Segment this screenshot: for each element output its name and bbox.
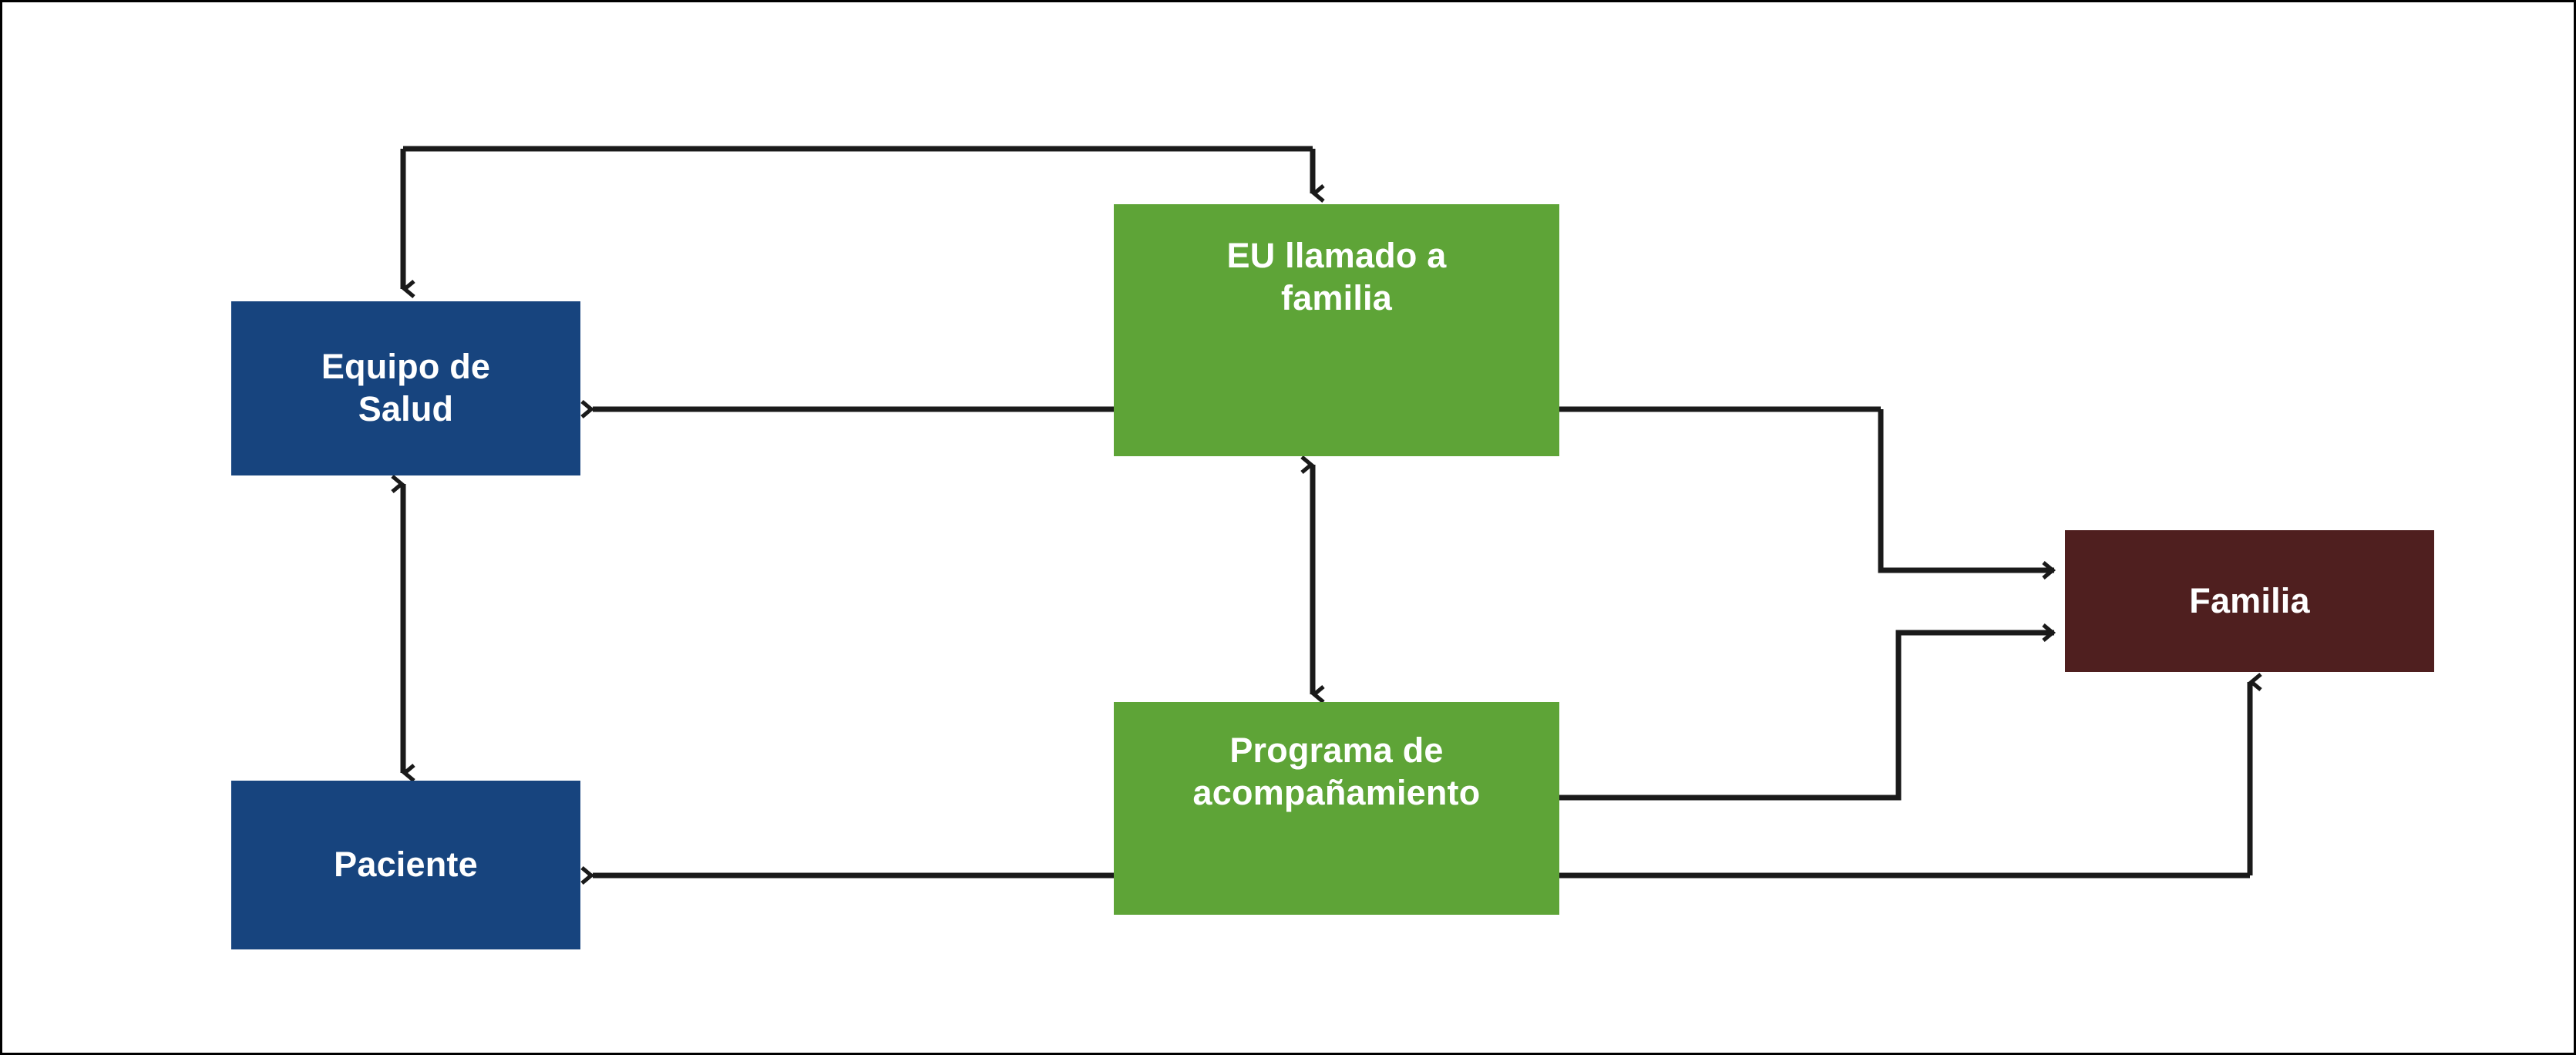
edge-programa-to-familia (1559, 623, 2056, 801)
edge-eu-to-familia (1878, 409, 2056, 580)
node-programa-de-acompanamiento[interactable]: Programa de acompañamiento (1114, 702, 1559, 915)
node-equipo-de-salud[interactable]: Equipo de Salud (231, 301, 580, 475)
node-eu-llamado-a-familia-label: EU llamado a familia (1226, 236, 1447, 318)
node-paciente[interactable]: Paciente (231, 781, 580, 949)
node-familia[interactable]: Familia (2065, 530, 2434, 672)
node-equipo-de-salud-label: Equipo de Salud (321, 347, 491, 428)
node-programa-de-acompanamiento-label: Programa de acompañamiento (1192, 731, 1481, 812)
node-paciente-label: Paciente (334, 845, 478, 885)
node-eu-llamado-a-familia[interactable]: EU llamado a familia (1114, 204, 1559, 456)
node-familia-label: Familia (2189, 580, 2310, 620)
